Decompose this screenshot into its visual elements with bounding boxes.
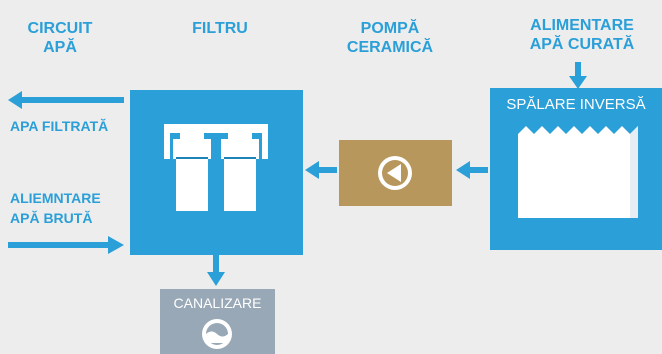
label-circuit-apa: CIRCUIT APĂ xyxy=(27,20,93,56)
label-alimentare-apa-curata: ALIMENTARE APĂ CURATĂ xyxy=(529,17,635,53)
backwash-label: SPĂLARE INVERSĂ xyxy=(506,96,646,113)
label-filtru: FILTRU xyxy=(192,20,248,37)
pump-box xyxy=(339,140,452,206)
filter-cartridges-icon xyxy=(164,124,268,211)
label-alimentare-apa-bruta: ALIEMNTARE APĂ BRUTĂ xyxy=(10,190,101,226)
canalizare-box: CANALIZARE xyxy=(160,289,275,354)
tank-icon xyxy=(518,126,638,218)
arrow-spalare-to-pump xyxy=(456,161,488,179)
arrow-alimentare-down xyxy=(569,62,587,89)
label-apa-filtrata: APA FILTRATĂ xyxy=(10,118,109,134)
arrow-apa-filtrata-out xyxy=(8,91,124,109)
drain-icon xyxy=(202,319,232,349)
canalizare-label: CANALIZARE xyxy=(173,295,262,311)
label-pompa-ceramica: POMPĂ CERAMICĂ xyxy=(346,20,434,56)
arrow-filter-to-canalizare xyxy=(207,255,225,286)
play-reverse-icon xyxy=(378,156,412,190)
arrow-apa-bruta-in xyxy=(8,236,124,254)
filter-box xyxy=(130,90,303,255)
backwash-box: SPĂLARE INVERSĂ xyxy=(490,88,662,250)
arrow-pump-to-filter xyxy=(305,161,337,179)
